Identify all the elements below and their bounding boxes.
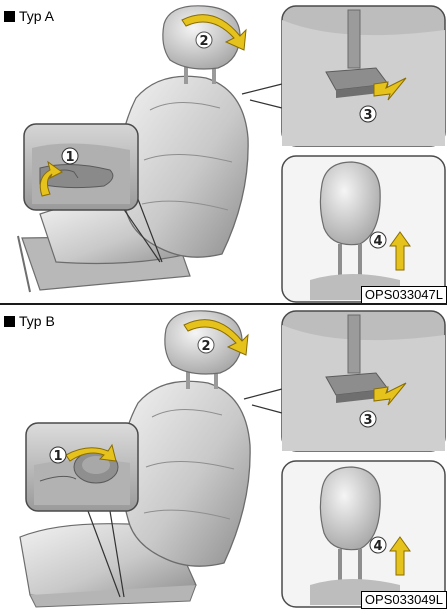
square-bullet-icon [4, 316, 15, 327]
step-1-number: 1 [65, 150, 74, 165]
panel-label: Typ B [4, 313, 58, 329]
step-4-number: 4 [373, 234, 382, 249]
step-4-number: 4 [373, 539, 382, 554]
figure-code: OPS033049L [361, 591, 447, 609]
figure-code: OPS033047L [361, 286, 447, 304]
square-bullet-icon [4, 11, 15, 22]
panel-typ-a: 2 1 3 [0, 0, 447, 304]
panel-typ-b: 2 1 3 [0, 305, 447, 609]
step-2-number: 2 [199, 34, 208, 49]
step-1-number: 1 [53, 449, 62, 464]
panel-label-text: Typ A [19, 8, 54, 24]
panel-label: Typ A [4, 8, 57, 24]
step-3-number: 3 [363, 108, 372, 123]
panel-label-text: Typ B [19, 313, 55, 329]
step-2-number: 2 [201, 339, 210, 354]
seat-illustration-a: 2 1 3 [0, 0, 447, 304]
seat-illustration-b: 2 1 3 [0, 305, 447, 609]
step-3-number: 3 [363, 413, 372, 428]
